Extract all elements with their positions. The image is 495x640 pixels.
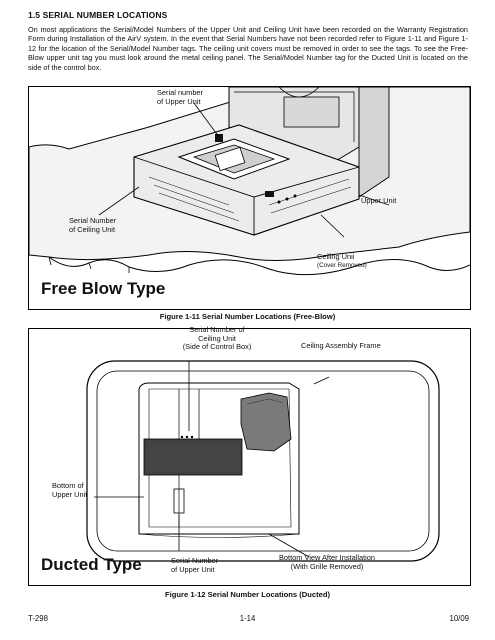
footer-page-number: 1-14 bbox=[239, 614, 256, 623]
label-serial-upper-ducted: Serial Number of Upper Unit bbox=[171, 556, 219, 574]
section-paragraph: On most applications the Serial/Model Nu… bbox=[28, 25, 468, 72]
label-ceiling-unit: Ceiling Unii bbox=[317, 252, 355, 261]
free-blow-illustration bbox=[29, 87, 470, 276]
figure-title-ducted: Ducted Type bbox=[41, 555, 142, 574]
figure-title-free-blow: Free Blow Type bbox=[41, 279, 166, 298]
label-serial-ceiling: Serial Number of Ceiling Unit bbox=[69, 216, 117, 234]
label-serial-upper: Serial number of Upper Unit bbox=[157, 88, 204, 106]
label-upper-unit: Upper Unit bbox=[361, 196, 397, 205]
caption-figure-1-12: Figure 1-12 Serial Number Locations (Duc… bbox=[165, 590, 330, 599]
label-serial-ceiling-box: Serial Number of Ceiling Unit (Side of C… bbox=[182, 325, 252, 352]
footer-date: 10/09 bbox=[449, 614, 469, 623]
ducted-illustration bbox=[86, 360, 440, 562]
label-bottom-view: Bottom View After Installation (With Gri… bbox=[279, 553, 375, 571]
label-ceiling-frame: Ceiling Assembly Frame bbox=[301, 341, 381, 350]
section-heading: 1.5 SERIAL NUMBER LOCATIONS bbox=[28, 10, 168, 20]
figure-ducted: Serial Number of Ceiling Unit (Side of C… bbox=[28, 325, 471, 586]
caption-figure-1-11: Figure 1-11 Serial Number Locations (Fre… bbox=[159, 312, 336, 321]
footer-doc-number: T-298 bbox=[28, 614, 48, 623]
label-bottom-upper: Bottom of Upper Unit bbox=[52, 481, 88, 499]
label-cover-removed: (Cover Removed) bbox=[317, 262, 367, 269]
figure-free-blow: Serial number of Upper Unit Upper Unit S… bbox=[28, 86, 471, 310]
